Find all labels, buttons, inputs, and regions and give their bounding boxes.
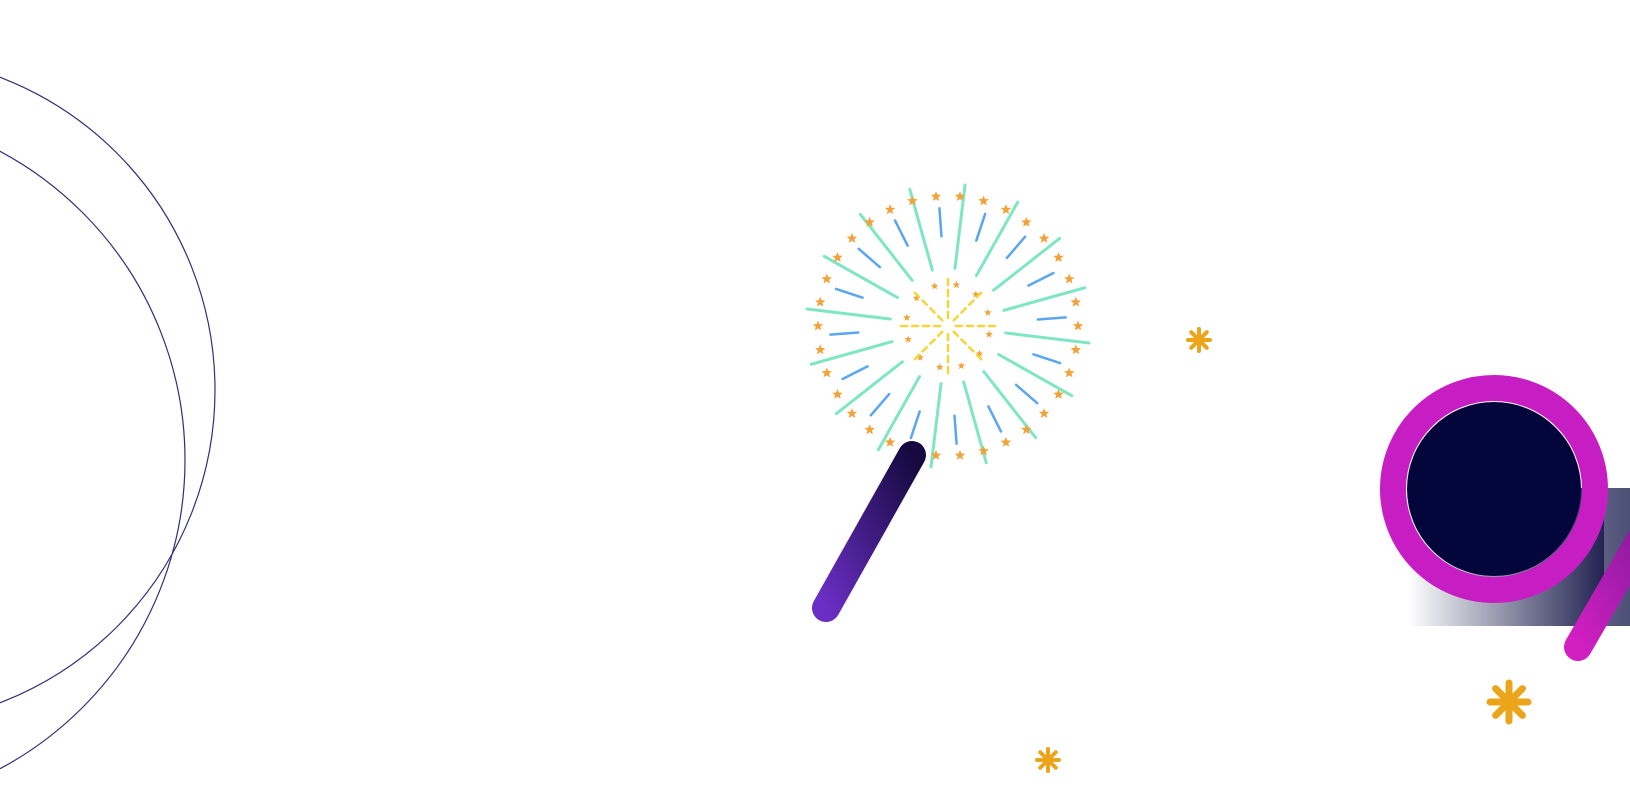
orange-star <box>978 195 989 206</box>
mint-ray <box>834 360 904 416</box>
orange-star <box>1064 273 1075 284</box>
orange-star <box>1053 388 1064 399</box>
orange-star <box>930 191 942 201</box>
mint-ray <box>982 370 1038 440</box>
orange-star <box>846 408 858 418</box>
blue-ray <box>1014 383 1039 405</box>
blue-ray <box>975 212 987 242</box>
blue-ray <box>841 365 869 381</box>
orange-star <box>1070 296 1081 307</box>
sparkler-firework-icon <box>805 183 1091 622</box>
asterisk-sparkle-icon <box>1186 327 1212 353</box>
orange-star <box>1038 232 1050 243</box>
inner-orange-star <box>916 353 924 361</box>
mint-ray <box>953 183 967 270</box>
inner-orange-star <box>904 335 912 343</box>
blue-ray <box>1005 235 1027 260</box>
mint-ray <box>822 254 899 300</box>
orange-star <box>954 191 966 201</box>
inner-orange-star <box>912 294 921 302</box>
orange-star <box>832 252 843 262</box>
blue-ray <box>1027 271 1055 287</box>
ring-disc-icon <box>1380 375 1630 661</box>
blue-ray <box>834 287 864 299</box>
mint-ray <box>974 200 1020 277</box>
yellow-dash-ray <box>912 290 944 322</box>
yellow-dash-ray <box>912 330 944 362</box>
orange-star <box>812 320 824 331</box>
orange-star <box>1070 344 1081 355</box>
orange-star <box>1072 320 1084 331</box>
firework-burst <box>805 183 1091 469</box>
blue-ray <box>953 414 958 445</box>
mint-ray <box>929 382 943 469</box>
sparkles <box>1035 327 1532 773</box>
orange-star <box>815 344 826 355</box>
blue-ray <box>909 410 921 440</box>
inner-orange-star <box>985 330 993 338</box>
inner-arc-line <box>0 150 186 770</box>
orange-star <box>1000 436 1012 447</box>
orange-star <box>907 195 918 206</box>
orange-star <box>1053 252 1064 262</box>
mint-ray <box>858 212 914 282</box>
blue-ray <box>857 247 882 269</box>
asterisk-sparkle-icon <box>1486 679 1532 725</box>
blue-ray <box>869 392 891 417</box>
orange-star <box>1021 216 1032 227</box>
asterisk-sparkle-icon <box>1035 747 1061 773</box>
orange-star <box>1000 204 1012 215</box>
inner-orange-star <box>957 361 966 370</box>
orange-star <box>884 204 896 215</box>
blue-ray <box>938 207 943 238</box>
mint-ray <box>805 307 892 321</box>
orange-star <box>832 388 843 399</box>
orange-star <box>821 273 832 284</box>
inner-orange-star <box>903 313 911 321</box>
blue-ray <box>893 219 909 247</box>
inner-orange-star <box>984 308 992 316</box>
inner-orange-star <box>930 282 939 290</box>
blue-ray <box>987 405 1003 433</box>
mint-ray <box>876 375 922 452</box>
outer-arc-line <box>0 76 216 704</box>
blue-ray <box>1032 353 1062 365</box>
sparkle-arm <box>1492 685 1526 719</box>
mint-ray <box>1004 331 1091 345</box>
sparkle-arm <box>1038 750 1058 770</box>
inner-orange-star <box>935 363 944 371</box>
orange-star <box>821 367 832 378</box>
orange-star <box>1064 367 1075 378</box>
orange-star <box>954 449 966 460</box>
mint-ray <box>1002 286 1087 312</box>
orange-star <box>884 436 896 447</box>
decorative-arcs <box>0 76 216 770</box>
blue-ray <box>1036 316 1067 321</box>
orange-star <box>864 424 875 435</box>
blue-ray <box>829 331 860 336</box>
orange-star <box>1038 408 1050 418</box>
orange-star <box>864 216 875 227</box>
orange-star <box>978 445 989 456</box>
orange-star <box>930 449 942 460</box>
magenta-ring <box>1380 375 1608 603</box>
orange-star <box>846 232 858 243</box>
orange-star <box>815 296 826 307</box>
yellow-dash-ray <box>952 290 984 322</box>
inner-orange-star <box>952 280 961 289</box>
sparkle-arm <box>1189 330 1209 350</box>
sparkler-stick <box>812 441 926 622</box>
orange-star <box>1021 424 1032 435</box>
mint-ray <box>809 340 894 366</box>
navy-disc <box>1407 402 1581 576</box>
inner-orange-star <box>975 349 984 357</box>
mint-ray <box>992 236 1062 292</box>
yellow-dash-ray <box>952 330 984 362</box>
mint-ray <box>997 352 1074 398</box>
inner-orange-star <box>972 290 980 298</box>
